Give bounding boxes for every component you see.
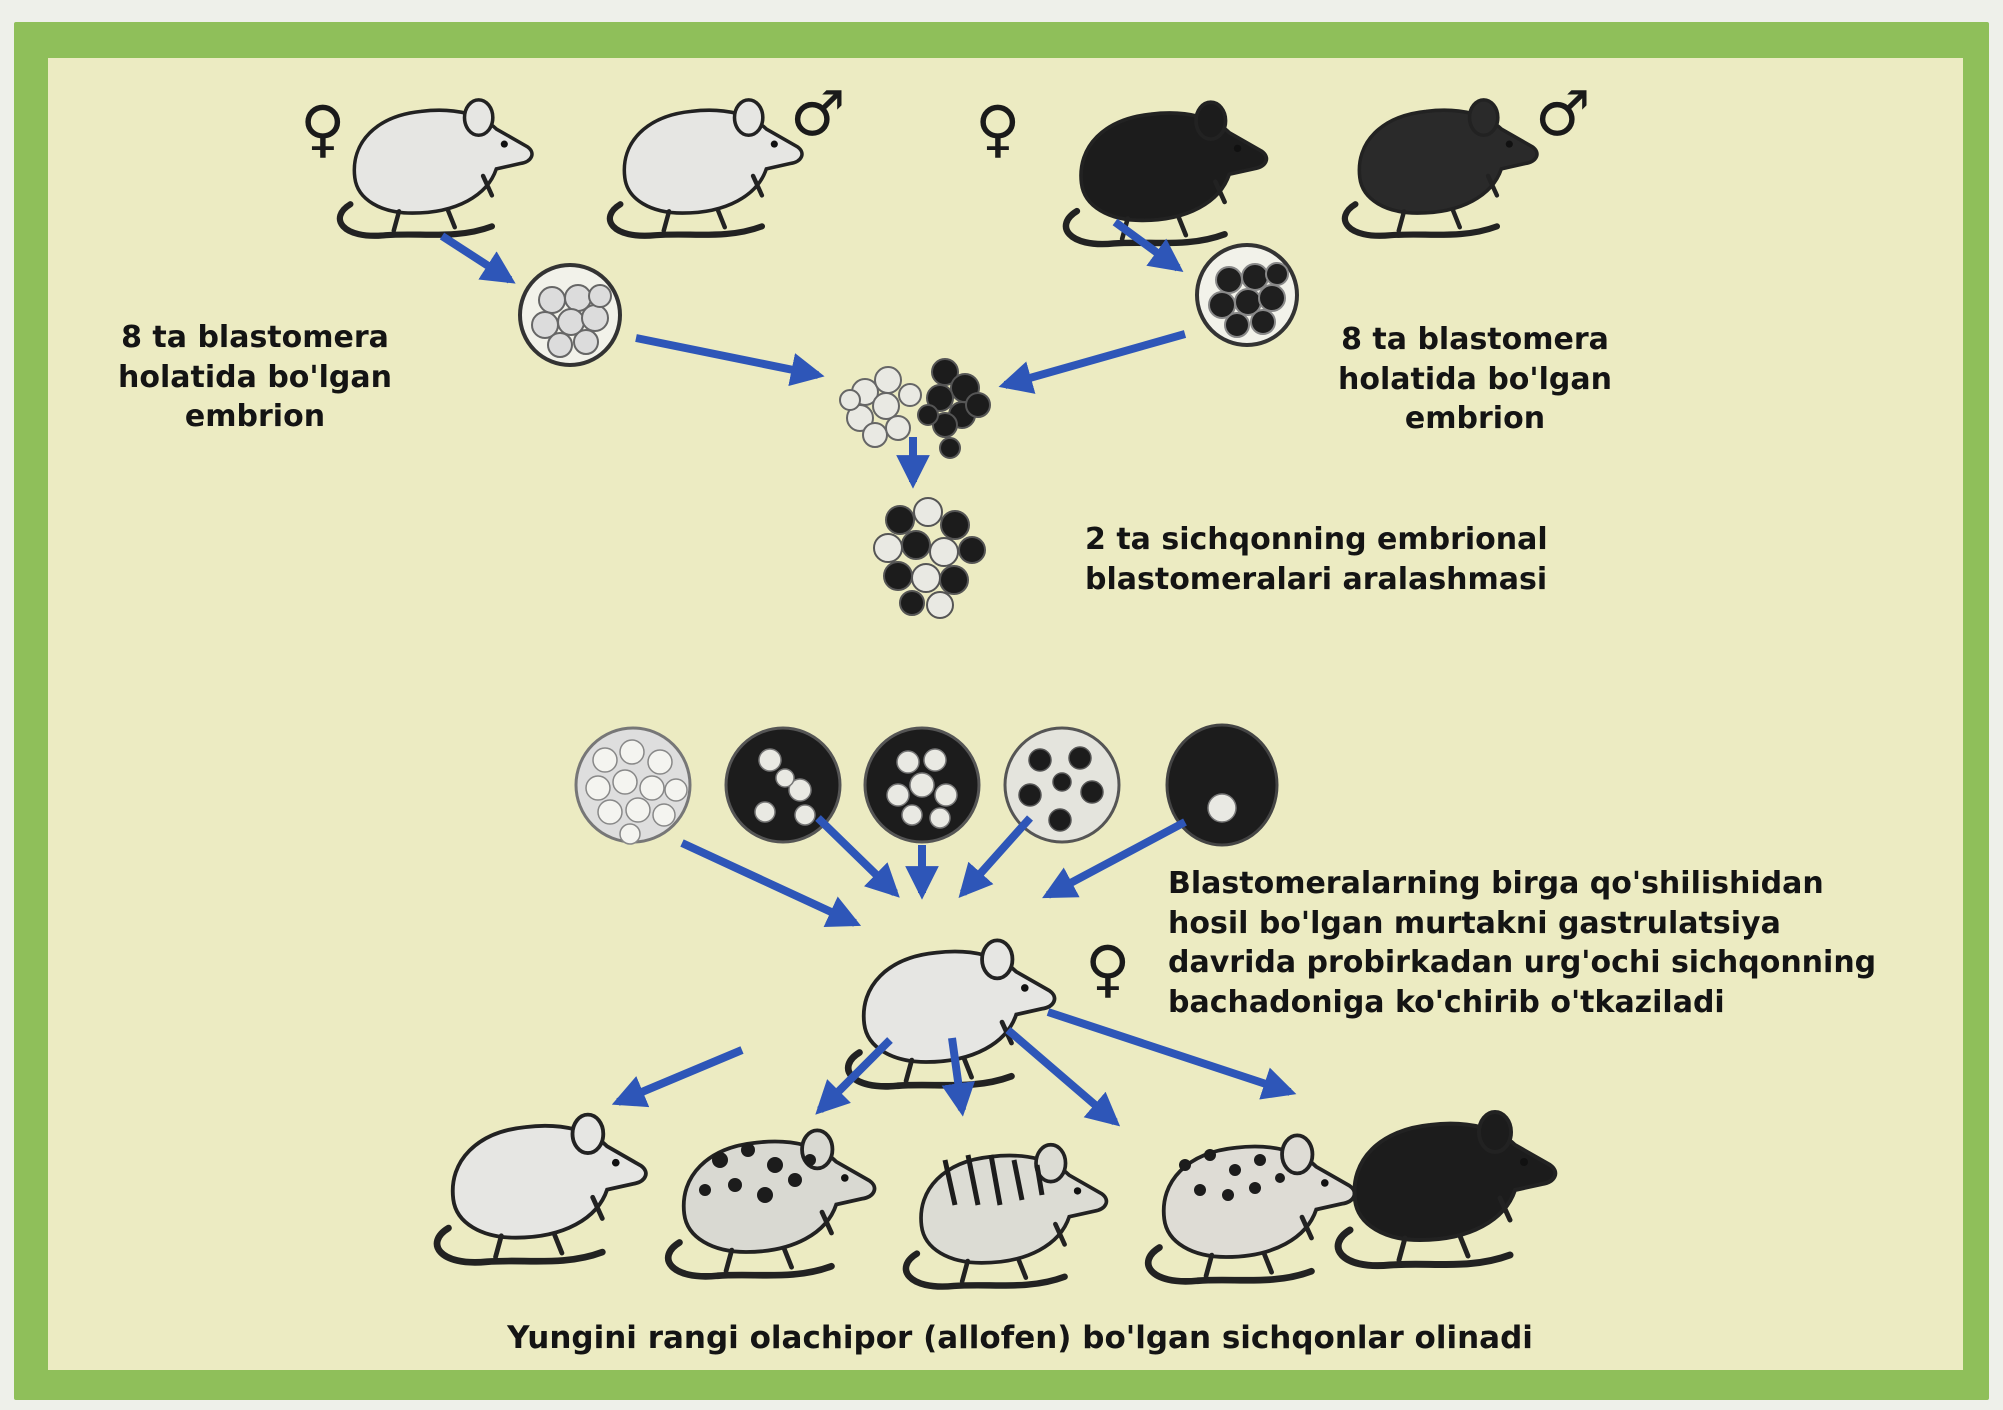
- label-embryo-left: 8 ta blastomera holatida bo'lgan embrion: [100, 318, 410, 437]
- label-embryo-transfer: Blastomeralarning birga qo'shilishidan h…: [1168, 864, 1958, 1022]
- label-embryo-right: 8 ta blastomera holatida bo'lgan embrion: [1320, 320, 1630, 439]
- embryo-white-8cell: [520, 265, 620, 365]
- black-mouse-male: [1345, 100, 1537, 236]
- offspring-spotted-mouse-1: [668, 1130, 874, 1276]
- female-symbol-left: ♀: [300, 92, 345, 165]
- black-mouse-female: [1066, 102, 1266, 244]
- white-mouse-male: [610, 100, 802, 236]
- embryo-black-8cell: [1197, 245, 1297, 345]
- surrogate-white-mouse: [848, 940, 1054, 1086]
- female-symbol-host: ♀: [1085, 932, 1130, 1005]
- offspring-striped-mouse: [906, 1145, 1106, 1287]
- black-blastomeres: [918, 359, 990, 458]
- white-blastomeres: [840, 367, 921, 447]
- blastocyst-white: [576, 728, 690, 844]
- offspring-white-mouse: [437, 1115, 646, 1263]
- label-blastomere-mixture: 2 ta sichqonning embrional blastomeralar…: [1085, 520, 1645, 599]
- male-symbol-right: ♂: [1535, 77, 1591, 150]
- offspring-spotted-mouse-2: [1148, 1135, 1354, 1281]
- blastocyst-mixed-2: [865, 728, 979, 842]
- female-symbol-right: ♀: [975, 92, 1020, 165]
- label-result: Yungini rangi olachipor (allofen) bo'lga…: [380, 1318, 1660, 1359]
- mixed-blastomere-aggregate: [874, 498, 985, 618]
- male-symbol-left: ♂: [790, 77, 846, 150]
- white-mouse-female: [340, 100, 532, 236]
- offspring-black-mouse: [1338, 1112, 1555, 1266]
